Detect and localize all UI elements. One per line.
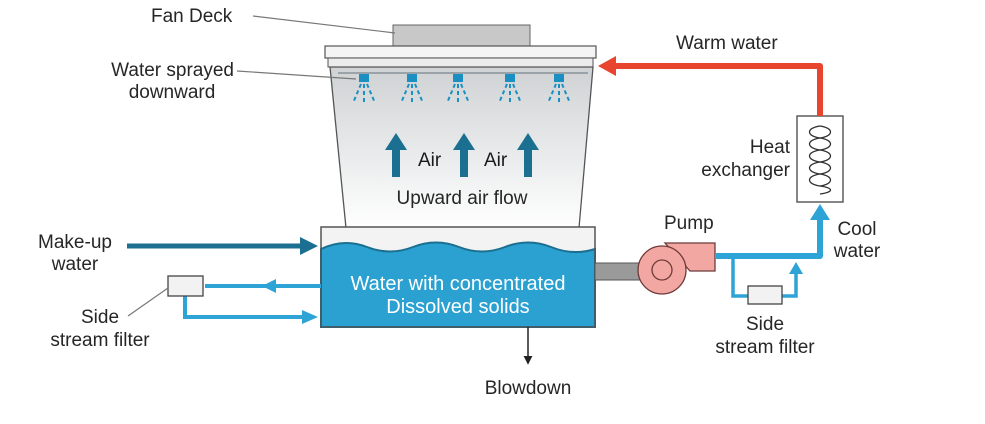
- warm-water-pipe: [613, 63, 823, 116]
- up-arrow-icon: [453, 133, 475, 177]
- water-sprayed-label-line2: downward: [128, 82, 216, 103]
- filter-cartridge-icon: [167, 275, 204, 297]
- blowdown-label: Blowdown: [484, 378, 572, 399]
- fan-deck-label: Fan Deck: [151, 6, 233, 27]
- pump-suction-pipe: [594, 262, 641, 281]
- cool-water-label-line2: water: [833, 241, 881, 262]
- water-sprayed-label-line1: Water sprayed: [111, 60, 234, 81]
- side-filter-left-label-line2: stream filter: [50, 330, 150, 351]
- spray-nozzle-icon: [352, 74, 376, 104]
- upward-air-flow-label: Upward air flow: [396, 188, 528, 209]
- air-label-2: Air: [484, 150, 508, 171]
- spray-nozzle-icon: [547, 74, 571, 104]
- air-arrows: [385, 133, 539, 177]
- fan-deck: [392, 24, 531, 48]
- basin-label-line2: Dissolved solids: [386, 296, 530, 318]
- spray-nozzle-icon: [400, 74, 424, 104]
- makeup-water-label-line1: Make-up: [38, 232, 112, 253]
- cool-water-label-line1: Cool: [837, 219, 877, 240]
- cool-water-pipe: [715, 218, 823, 259]
- spray-nozzle-icon: [446, 74, 470, 104]
- air-label-1: Air: [418, 150, 442, 171]
- heat-exchanger-label-line1: Heat: [749, 137, 790, 158]
- tower-top-plate: [324, 45, 597, 59]
- centrifugal-pump-icon: [637, 242, 716, 295]
- makeup-water-label-line2: water: [51, 254, 99, 275]
- side-filter-left-label-line1: Side: [80, 307, 120, 328]
- cool-water-arrowhead: [810, 204, 830, 220]
- heat-exchanger-label-line2: exchanger: [701, 160, 790, 181]
- right-side-stream-loop: [731, 256, 803, 305]
- makeup-water-arrowhead: [300, 237, 318, 255]
- spray-nozzle-icon: [498, 74, 522, 104]
- up-arrow-icon: [385, 133, 407, 177]
- side-filter-right-label-line2: stream filter: [715, 337, 815, 358]
- pump-label: Pump: [664, 213, 714, 234]
- warm-water-arrowhead: [598, 56, 616, 76]
- up-arrow-icon: [517, 133, 539, 177]
- side-filter-right-label-line1: Side: [745, 314, 785, 335]
- warm-water-label: Warm water: [676, 33, 778, 54]
- water-sprayed-leader: [236, 70, 357, 80]
- fan-deck-leader: [252, 15, 396, 34]
- coil-heat-exchanger-icon: [796, 115, 844, 203]
- side-filter-left-leader: [127, 287, 169, 317]
- left-side-stream-loop: [127, 275, 321, 324]
- filter-cartridge-icon: [747, 285, 783, 305]
- basin-water: [320, 241, 596, 328]
- spray-nozzles: [352, 74, 571, 104]
- basin-label-line1: Water with concentrated: [350, 273, 566, 295]
- tower-header-plate: [327, 57, 594, 68]
